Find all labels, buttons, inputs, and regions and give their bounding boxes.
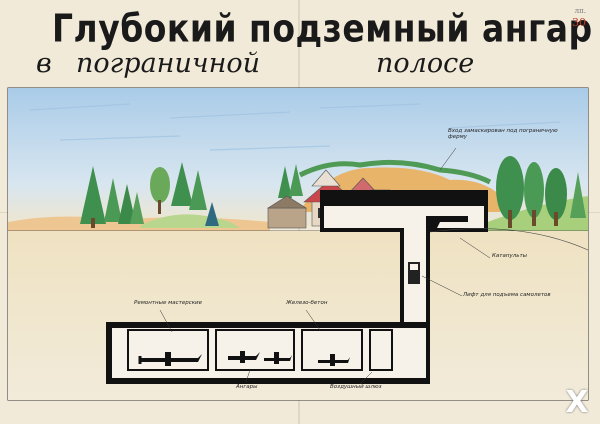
label-aircraft-lift: Лифт для подъема самолетов bbox=[463, 292, 551, 298]
label-hangars: Ангары bbox=[236, 384, 258, 390]
watermark-logo: X bbox=[565, 385, 589, 420]
label-repair-workshops: Ремонтные мастерские bbox=[134, 300, 203, 306]
conifer-tree-icon bbox=[205, 202, 219, 226]
leader-lines bbox=[159, 147, 491, 385]
subtitle-word-3: полосе bbox=[376, 48, 475, 79]
trees-right bbox=[496, 156, 586, 228]
aircraft-icon bbox=[138, 352, 202, 366]
conifer-tree-icon bbox=[289, 164, 303, 196]
outline-curve bbox=[429, 228, 589, 251]
catapult-icon bbox=[426, 216, 468, 230]
deciduous-tree-icon bbox=[545, 168, 567, 226]
page-number: 30 bbox=[572, 16, 586, 29]
label-farm-building: Вход замаскирован под пограничную ферму bbox=[448, 128, 558, 140]
aircraft-icon bbox=[264, 352, 292, 364]
subtitle-word-1: в bbox=[36, 48, 52, 79]
conifer-tree-icon bbox=[118, 184, 136, 224]
trees-middle bbox=[278, 164, 303, 198]
aircraft-icon bbox=[228, 351, 260, 363]
subtitle-word-2: пограничной bbox=[76, 48, 261, 79]
sky-strokes bbox=[29, 103, 561, 151]
trees-left bbox=[80, 162, 219, 228]
hill-bushes bbox=[298, 159, 492, 185]
conifer-tree-icon bbox=[171, 162, 193, 206]
label-reinforced-concrete: Железо-бетон bbox=[286, 300, 328, 306]
conifer-tree-icon bbox=[130, 192, 144, 224]
conifer-tree-icon bbox=[104, 178, 122, 222]
conifer-tree-icon bbox=[278, 166, 292, 198]
lift-icon bbox=[408, 262, 420, 284]
page-number-prefix: лп. bbox=[574, 7, 586, 15]
poster-title: Глубокий подземный ангар bbox=[52, 6, 593, 51]
tunnel-system bbox=[106, 190, 488, 384]
conifer-tree-icon bbox=[80, 166, 106, 228]
conifer-tree-icon bbox=[570, 172, 586, 218]
conifer-tree-icon bbox=[189, 170, 207, 210]
label-catapults: Катапульты bbox=[492, 253, 528, 259]
deciduous-tree-icon bbox=[524, 162, 544, 226]
deciduous-tree-icon bbox=[496, 156, 524, 228]
label-air-lock: Воздушный шлюз bbox=[330, 384, 382, 390]
deciduous-tree-icon bbox=[150, 167, 170, 214]
page-number-stamp: лп. 30 bbox=[572, 6, 586, 28]
aircraft-icon bbox=[318, 354, 350, 366]
